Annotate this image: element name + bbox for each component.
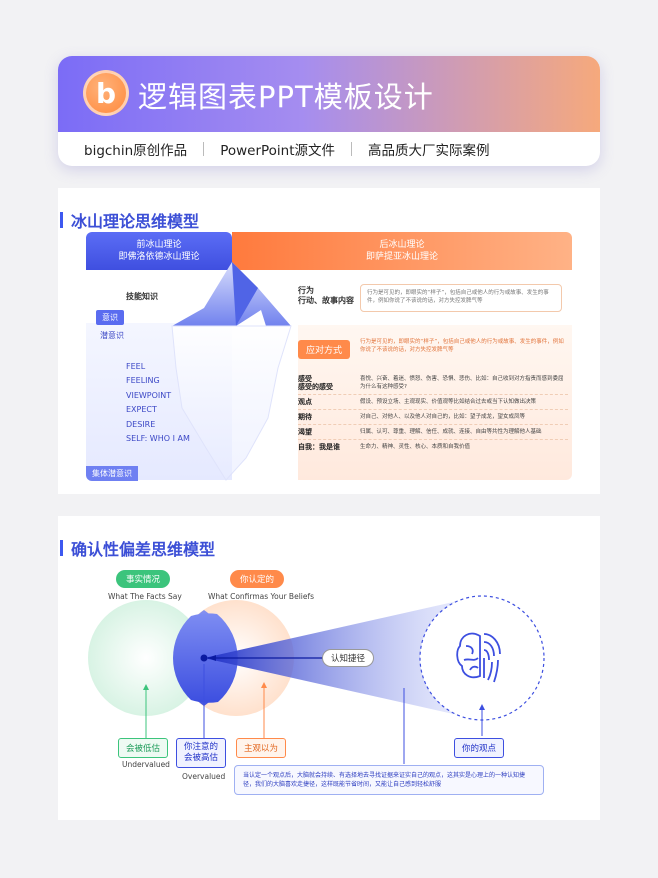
- feel-list: FEEL FEELING VIEWPOINT EXPECT DESIRE SEL…: [126, 360, 190, 446]
- post-iceberg-subtitle: 即萨提亚冰山理论: [365, 252, 438, 262]
- iceberg-title-text: 冰山理论思维模型: [71, 212, 200, 231]
- subconscious-label: 潜意识: [100, 331, 124, 340]
- post-iceberg-title: 后冰山理论: [379, 240, 425, 250]
- beliefs-pill: 你认定的: [230, 570, 285, 588]
- behavior-label-line: 行为: [298, 286, 314, 295]
- logo-icon: b: [83, 70, 129, 116]
- list-item: VIEWPOINT: [126, 390, 172, 400]
- header-gradient: b 逻辑图表PPT模板设计: [58, 56, 600, 132]
- table-row: 感受感受的感受 喜悦、兴奋、着迷、愤怒、伤害、恐惧、悲伤、比如：自己收到对方指责…: [298, 372, 568, 395]
- table-row: 期待 对自己、对他人、以及他人对自己的，比如：望子成龙，望女成凤等: [298, 410, 568, 425]
- list-item: DESIRE: [126, 419, 156, 429]
- divider: [203, 142, 205, 156]
- skill-label: 技能知识: [126, 292, 158, 301]
- collective-tag: 集体潜意识: [86, 466, 138, 481]
- list-item: FEEL: [126, 362, 146, 371]
- focus-point: [200, 654, 208, 662]
- behavior-label-line: 行动、故事内容: [298, 296, 354, 305]
- subtitle-author: bigchin原创作品: [84, 143, 188, 159]
- overvalued-caption: Overvalued: [182, 772, 226, 781]
- table-row: 观点 假设、预设立场、主观现实、价值观等比如结合过去或当下认知做出决策: [298, 395, 568, 410]
- brain-circle: [419, 595, 545, 721]
- row-key: 感受感受的感受: [298, 375, 360, 391]
- facts-pill: 事实情况: [116, 570, 171, 588]
- cognitive-shortcut-label: 认知捷径: [322, 649, 375, 667]
- post-iceberg-header: 后冰山理论 即萨提亚冰山理论: [232, 232, 572, 270]
- overvalued-line: 你注意的: [184, 742, 219, 752]
- pre-iceberg-subtitle: 即佛洛依德冰山理论: [118, 252, 200, 262]
- bias-panel: 确认性偏差思维模型: [58, 516, 600, 820]
- behavior-label: 行为 行动、故事内容: [298, 286, 354, 306]
- page-title: 逻辑图表PPT模板设计: [138, 80, 434, 114]
- row-value: 归属、认可、尊重、理解、信任、成就、连接、自由等共性为理解他人基础: [360, 429, 542, 435]
- header-subtitles: bigchin原创作品 PowerPoint源文件 高品质大厂实际案例: [58, 132, 600, 166]
- iceberg-panel: 冰山理论思维模型 前冰山理论 即佛洛依德冰山理论 后冰山理论 即萨提亚冰山理论 …: [58, 188, 600, 494]
- row-key: 渴望: [298, 428, 312, 436]
- facts-caption: What The Facts Say: [108, 592, 182, 601]
- pre-iceberg-title: 前冰山理论: [136, 240, 182, 250]
- subtitle-quality: 高品质大厂实际案例: [368, 143, 490, 159]
- iceberg-illustration: [171, 262, 292, 481]
- pre-iceberg-header: 前冰山理论 即佛洛依德冰山理论: [86, 232, 232, 270]
- header-banner: b 逻辑图表PPT模板设计 bigchin原创作品 PowerPoint源文件 …: [58, 56, 600, 166]
- logo-letter: b: [95, 77, 117, 110]
- bias-section-title: 确认性偏差思维模型: [60, 536, 215, 560]
- row-key: 自我：我是谁: [298, 443, 340, 451]
- row-value: 假设、预设立场、主观现实、价值观等比如结合过去或当下认知做出决策: [360, 399, 537, 405]
- table-row: 自我：我是谁 生命力、精神、灵性、核心、本质和自我价值: [298, 440, 568, 454]
- list-item: SELF: WHO I AM: [126, 434, 190, 444]
- overvalued-line: 会被高估: [184, 753, 219, 763]
- behavior-description: 行为是可见的，即眼实的“样子”，包括自己或他人的行为或故事、发生的事件，例如你说…: [360, 284, 562, 312]
- list-item: EXPECT: [126, 405, 157, 415]
- row-key-line: 感受: [298, 375, 312, 383]
- response-description: 行为是可见的，即眼实的“样子”，包括自己或他人的行为或故事、发生的事件，例如你说…: [360, 339, 564, 353]
- bias-description: 当认定一个观点后，大脑就会持续、有选择地去寻找证据来证实自己的观点，这其实是心理…: [234, 765, 544, 795]
- iceberg-section-title: 冰山理论思维模型: [60, 208, 199, 232]
- iceberg-rows: 感受感受的感受 喜悦、兴奋、着迷、愤怒、伤害、恐惧、悲伤、比如：自己收到对方指责…: [298, 372, 568, 454]
- your-view-box: 你的观点: [454, 738, 505, 758]
- facts-circle: [88, 600, 204, 716]
- undervalued-box: 会被低估: [118, 738, 169, 758]
- conscious-tag: 意识: [96, 310, 124, 325]
- title-accent-bar: [60, 540, 63, 556]
- title-accent-bar: [60, 212, 63, 228]
- divider: [351, 142, 353, 156]
- response-tag: 应对方式: [298, 340, 351, 359]
- overvalued-box: 你注意的 会被高估: [176, 738, 227, 768]
- brain-icon: [456, 632, 501, 683]
- subtitle-format: PowerPoint源文件: [220, 143, 336, 159]
- row-value: 生命力、精神、灵性、核心、本质和自我价值: [360, 444, 471, 450]
- row-key: 期待: [298, 413, 312, 421]
- bias-title-text: 确认性偏差思维模型: [71, 540, 216, 559]
- beliefs-caption: What Confirmas Your Beliefs: [208, 592, 315, 601]
- table-row: 渴望 归属、认可、尊重、理解、信任、成就、连接、自由等共性为理解他人基础: [298, 425, 568, 440]
- row-value: 喜悦、兴奋、着迷、愤怒、伤害、恐惧、悲伤、比如：自己收到对方指责而感到委屈为什么…: [360, 376, 564, 390]
- row-key: 观点: [298, 398, 312, 406]
- row-key-line: 感受的感受: [298, 383, 333, 391]
- list-item: FEELING: [126, 376, 160, 386]
- arrow-head: [208, 655, 216, 661]
- row-value: 对自己、对他人、以及他人对自己的，比如：望子成龙，望女成凤等: [360, 414, 526, 420]
- undervalued-caption: Undervalued: [122, 760, 170, 769]
- subjective-box: 主观以为: [236, 738, 287, 758]
